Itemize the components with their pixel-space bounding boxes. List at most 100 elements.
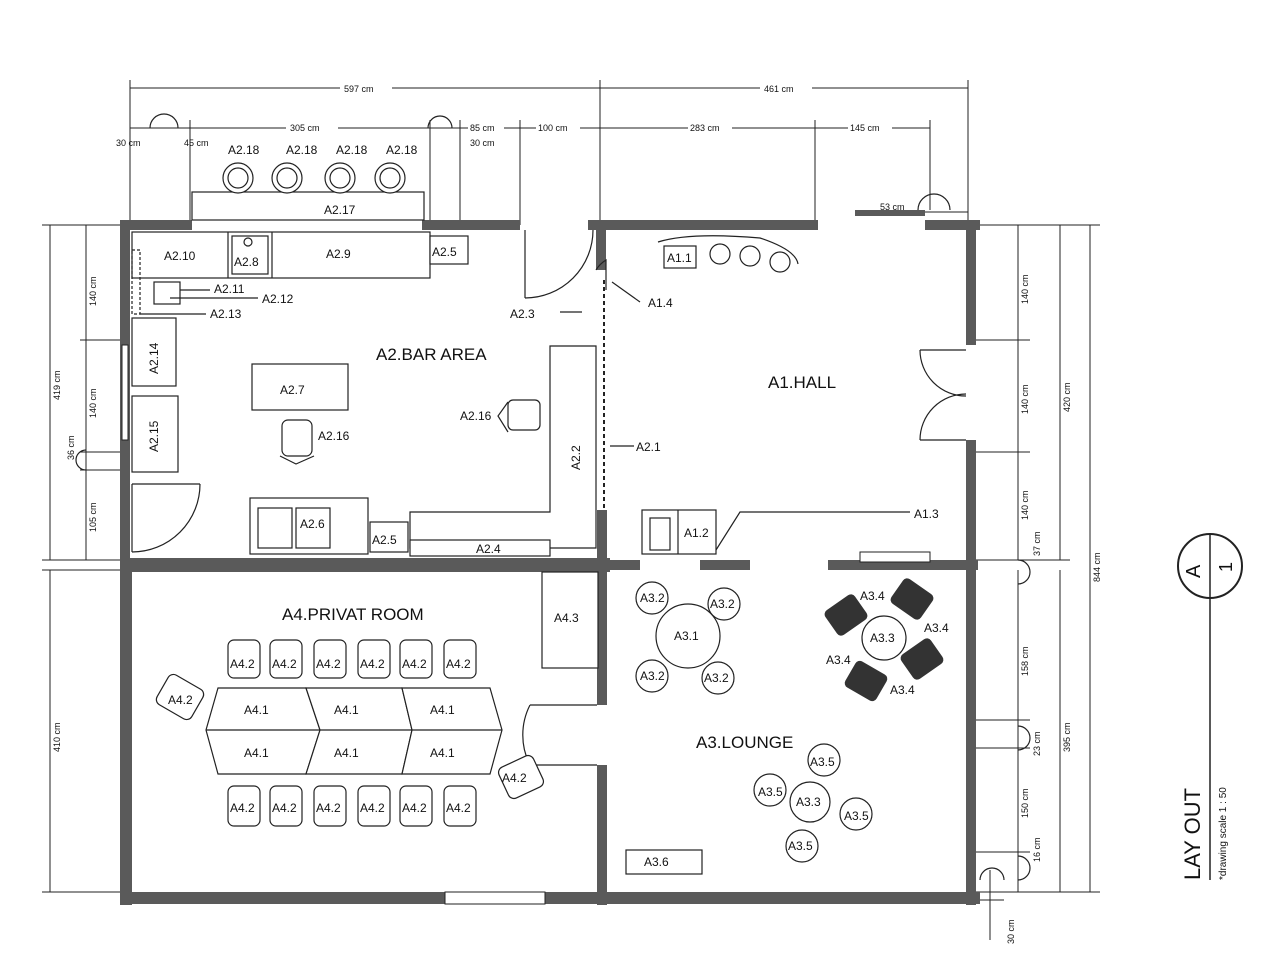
tag-a41-4: A4.1	[244, 746, 269, 760]
room-hall: A1.HALL	[768, 373, 836, 392]
dim-145: 145 cm	[850, 123, 880, 133]
dim-r23: 23 cm	[1032, 731, 1042, 756]
tag-a42-b6: A4.2	[446, 801, 471, 815]
dim-r844: 844 cm	[1092, 552, 1102, 582]
bar-stools	[222, 162, 406, 194]
title-main: LAY OUT	[1180, 788, 1205, 880]
tag-a41-3: A4.1	[430, 703, 455, 717]
tag-a216-1: A2.16	[318, 429, 350, 443]
dim-r140c: 140 cm	[1020, 490, 1030, 520]
top-dimensions: 597 cm 461 cm 305 cm 30 cm 45 cm 85 cm 3…	[116, 80, 969, 225]
tag-a23: A2.3	[510, 307, 535, 321]
dim-410: 410 cm	[52, 722, 62, 752]
tag-a42-b2: A4.2	[272, 801, 297, 815]
title-block: A 1 LAY OUT *drawing scale 1 : 50	[1177, 533, 1243, 880]
tag-a41-2: A4.1	[334, 703, 359, 717]
tag-a42-t2: A4.2	[272, 657, 297, 671]
tag-a11: A1.1	[667, 251, 692, 265]
tag-a41-1: A4.1	[244, 703, 269, 717]
tag-a211: A2.11	[214, 282, 245, 296]
dim-r395: 395 cm	[1062, 722, 1072, 752]
dim-53: 53 cm	[880, 202, 905, 212]
tag-a34-2: A3.4	[924, 621, 949, 635]
dim-r150: 150 cm	[1020, 788, 1030, 818]
dim-b30: 30 cm	[1006, 919, 1016, 944]
tag-a28: A2.8	[234, 255, 259, 269]
lounge-furniture: A3.1 A3.2 A3.2 A3.2 A3.2 A3.3 A3.4 A3.4 …	[625, 578, 949, 875]
dim-r16: 16 cm	[1032, 837, 1042, 862]
tag-a218-1: A2.18	[228, 143, 260, 157]
dim-100: 100 cm	[538, 123, 568, 133]
tag-a216-2: A2.16	[460, 409, 492, 423]
tag-a218-3: A2.18	[336, 143, 368, 157]
tag-a214: A2.14	[147, 342, 161, 374]
dim-r158: 158 cm	[1020, 646, 1030, 676]
tag-a14: A1.4	[648, 296, 673, 310]
tag-a29: A2.9	[326, 247, 351, 261]
tag-a25-top: A2.5	[432, 245, 457, 259]
room-private: A4.PRIVAT ROOM	[282, 605, 424, 624]
dim-36: 36 cm	[66, 435, 76, 460]
tag-a25-bottom: A2.5	[372, 533, 397, 547]
dim-30a: 30 cm	[116, 138, 141, 148]
tag-a42-t5: A4.2	[402, 657, 427, 671]
dim-85: 85 cm	[470, 123, 495, 133]
tag-a34-4: A3.4	[890, 683, 915, 697]
tag-a34-1: A3.4	[860, 589, 885, 603]
dim-597: 597 cm	[344, 84, 374, 94]
dim-105: 105 cm	[88, 502, 98, 532]
tag-a41-6: A4.1	[430, 746, 455, 760]
walls	[120, 210, 980, 905]
dim-r140a: 140 cm	[1020, 274, 1030, 304]
tag-a22: A2.2	[569, 445, 583, 470]
title-scale: *drawing scale 1 : 50	[1218, 787, 1229, 880]
tag-a213: A2.13	[210, 307, 242, 321]
room-bar-area: A2.BAR AREA	[376, 345, 487, 364]
dim-30b: 30 cm	[470, 138, 495, 148]
tag-a42-t4: A4.2	[360, 657, 385, 671]
bar-furniture: A2.18 A2.18 A2.18 A2.18 A2.17 A2.10 A2.8…	[131, 143, 661, 557]
tag-a210: A2.10	[164, 249, 196, 263]
tag-a212: A2.12	[262, 292, 294, 306]
tag-a42-t1: A4.2	[230, 657, 255, 671]
dim-305: 305 cm	[290, 123, 320, 133]
dim-140a: 140 cm	[88, 276, 98, 306]
title-letter: A	[1183, 564, 1205, 578]
right-dimensions: 140 cm 140 cm 140 cm 37 cm 420 cm 844 cm…	[972, 224, 1102, 944]
dim-461: 461 cm	[764, 84, 794, 94]
tag-a35-4: A3.5	[788, 839, 813, 853]
dim-419: 419 cm	[52, 370, 62, 400]
dim-r140b: 140 cm	[1020, 384, 1030, 414]
tag-a21: A2.1	[636, 440, 661, 454]
dim-283: 283 cm	[690, 123, 720, 133]
tag-a42-b5: A4.2	[402, 801, 427, 815]
tag-a42-left: A4.2	[168, 693, 193, 707]
tag-a215: A2.15	[147, 420, 161, 452]
tag-a26: A2.6	[300, 517, 325, 531]
dim-r420: 420 cm	[1062, 382, 1072, 412]
room-lounge: A3.LOUNGE	[696, 733, 793, 752]
tag-a33-1: A3.3	[870, 631, 895, 645]
tag-a35-2: A3.5	[758, 785, 783, 799]
hall-furniture: A1.1 A1.4 A1.2 A1.3	[611, 235, 939, 555]
tag-a33-2: A3.3	[796, 795, 821, 809]
tag-a218-4: A2.18	[386, 143, 418, 157]
tag-a31: A3.1	[674, 629, 699, 643]
tag-a36: A3.6	[644, 855, 669, 869]
private-room-furniture: A4.3 A4.2 A4.2 A4.2 A4.2 A4.2 A4.2 A4.1 …	[155, 571, 599, 827]
tag-a42-t3: A4.2	[316, 657, 341, 671]
tag-a35-3: A3.5	[844, 809, 869, 823]
dim-45: 45 cm	[184, 138, 209, 148]
tag-a42-t6: A4.2	[446, 657, 471, 671]
tag-a32-1: A3.2	[640, 591, 665, 605]
tag-a218-2: A2.18	[286, 143, 318, 157]
tag-a32-4: A3.2	[704, 671, 729, 685]
tag-a32-2: A3.2	[710, 597, 735, 611]
tag-a42-b1: A4.2	[230, 801, 255, 815]
private-tables	[205, 687, 503, 775]
left-dimensions: 419 cm 140 cm 140 cm 36 cm 105 cm 410 cm	[42, 224, 128, 893]
tag-a32-3: A3.2	[640, 669, 665, 683]
tag-a42-b3: A4.2	[316, 801, 341, 815]
tag-a13: A1.3	[914, 507, 939, 521]
